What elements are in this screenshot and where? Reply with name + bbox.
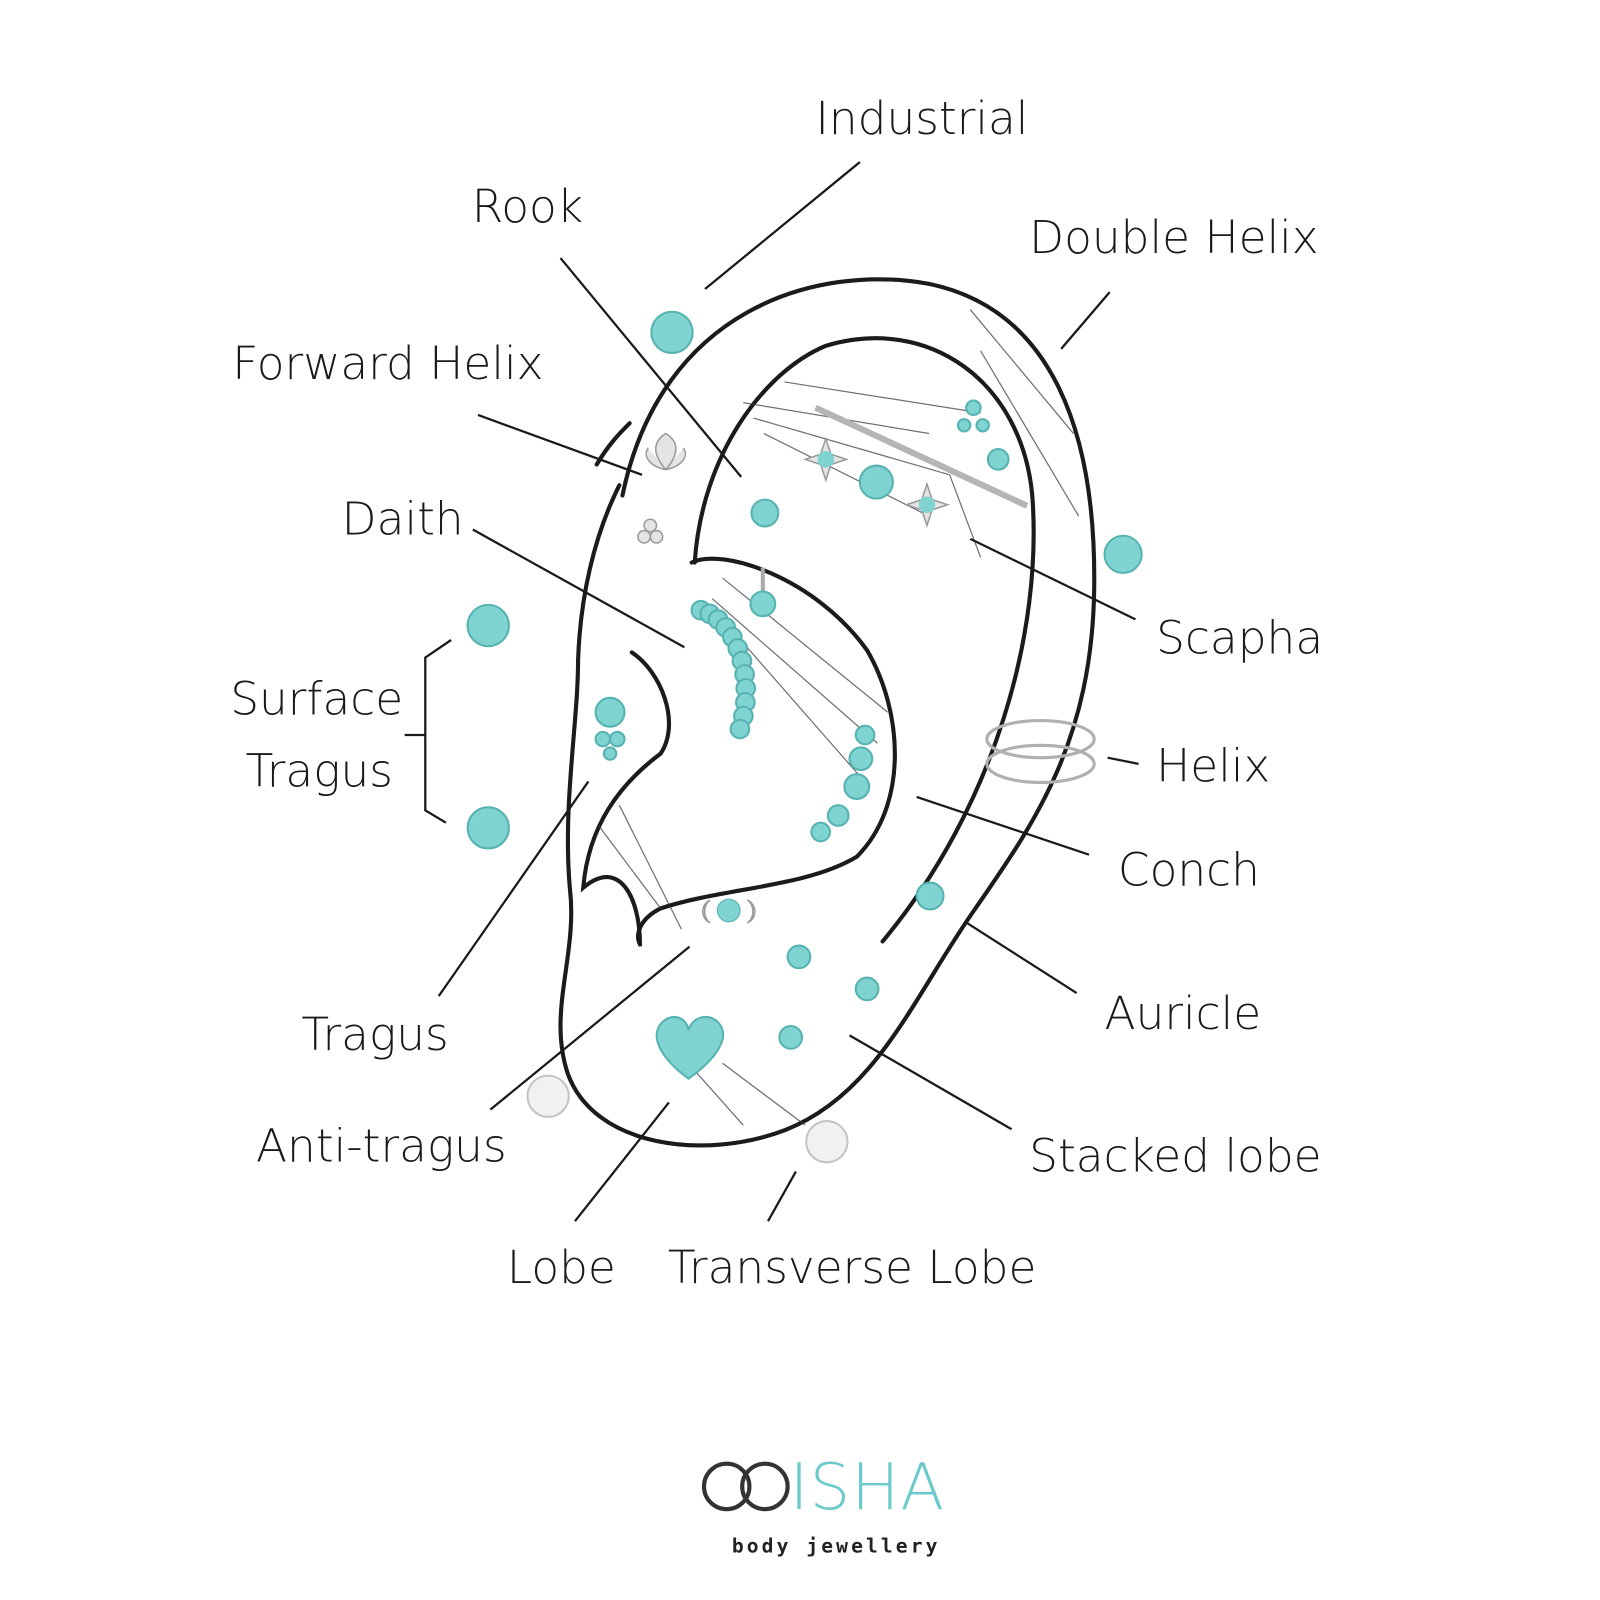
gem-stud [750,498,780,528]
leaf-stud [645,432,687,471]
brand-logo: ISHA body jewellery [701,1451,946,1558]
gem-stud [810,821,831,843]
label-tragus: Tragus [301,1008,448,1061]
label-helix: Helix [1156,739,1270,792]
gem-stud [594,696,626,728]
label-transverse-lobe: Transverse Lobe [668,1241,1037,1294]
gem-stud [854,976,880,1002]
label-industrial: Industrial [815,92,1028,145]
label-rook: Rook [472,180,583,233]
gem-stud [602,746,618,761]
label-lobe: Lobe [507,1241,616,1294]
gem-stud [650,310,694,355]
gem-stud [778,1025,804,1050]
gem-stud [843,773,871,800]
gem-stud [848,746,874,772]
helix-hoops [985,718,1096,784]
ear-illustration [466,277,1143,1164]
gem-stud [817,451,835,468]
gem-stud [854,724,876,746]
labels: Industrial Rook Double Helix Forward Hel… [230,92,1323,1294]
gem-stud [729,718,751,740]
gem-stud [975,418,990,433]
heart-gem [655,1015,725,1080]
label-surface-tragus: Tragus [246,745,393,798]
industrial-barbell [814,404,1029,509]
label-conch: Conch [1118,844,1260,897]
gem-stud [609,730,626,748]
gem-stud [826,804,850,827]
gem-stud [986,447,1010,471]
logo-tagline: body jewellery [732,1535,941,1558]
gem-stud [915,881,945,911]
gem-stud [858,464,894,500]
gem-stud [786,944,812,970]
jewelry [466,310,1143,1050]
label-surface: Surface [230,672,403,725]
label-forward-helix: Forward Helix [232,337,543,390]
gem-stud [965,399,982,416]
label-double-helix: Double Helix [1029,211,1319,264]
moon-stud [701,898,756,924]
label-scapha: Scapha [1156,611,1323,664]
gem-stud [466,806,510,850]
label-daith: Daith [342,493,464,546]
gem-stud [918,496,936,514]
pearl-studs [526,1074,849,1164]
label-anti-tragus: Anti-tragus [256,1119,507,1172]
trinity-stud [637,518,664,544]
gem-stud [466,603,510,648]
label-auricle: Auricle [1105,987,1262,1040]
gem-stud [956,418,972,433]
logo-name: ISHA [790,1451,946,1525]
gem-stud [749,590,777,618]
gem-stud [1103,534,1143,574]
leader-lines [404,161,1139,1222]
label-stacked-lobe: Stacked lobe [1029,1130,1321,1183]
gem-stud [594,730,612,748]
